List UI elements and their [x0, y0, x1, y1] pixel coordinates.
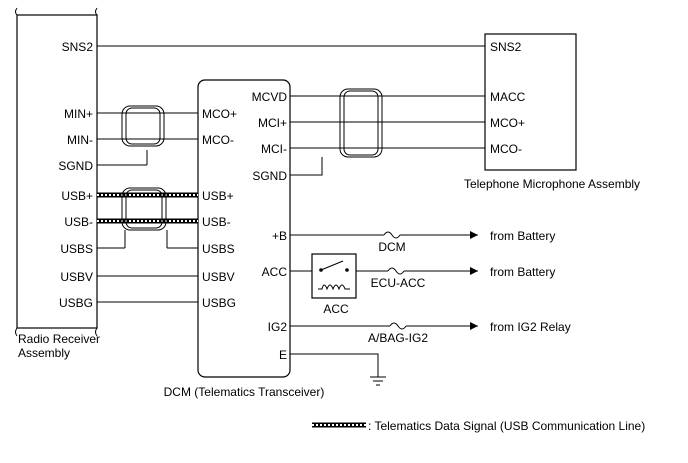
arrow-battery-1	[470, 231, 478, 239]
mic-pin-macc: MACC	[490, 90, 526, 104]
shield-min-inner	[125, 107, 161, 145]
dcm-pin-mci-plus: MCI+	[258, 116, 287, 130]
dcm-pin-mcvd: MCVD	[252, 90, 288, 104]
source-battery-1: from Battery	[490, 229, 555, 243]
dcm-body	[197, 79, 291, 378]
mic-wires	[290, 95, 485, 176]
arrow-battery-2	[470, 267, 478, 275]
relay-switch-blade	[320, 260, 344, 271]
fuse-abag-ig2-symbol	[389, 322, 407, 330]
shield-usb	[121, 187, 167, 231]
dcm-name: DCM (Telematics Transceiver)	[164, 385, 325, 399]
radio-receiver-name-line2: Assembly	[18, 346, 70, 360]
radio-pin-usb-minus: USB-	[64, 215, 93, 229]
dcm-pin-usbv: USBV	[202, 270, 235, 284]
usb-data-lines	[97, 192, 198, 224]
fuse-dcm-label: DCM	[378, 240, 405, 254]
fuse-ecu-acc-symbol	[387, 267, 405, 275]
radio-pin-usbv: USBV	[60, 270, 93, 284]
acc-relay: ACC	[311, 253, 357, 316]
source-ig2-relay: from IG2 Relay	[490, 320, 571, 334]
fuse-dcm-symbol	[383, 231, 401, 239]
power-wires: DCM from Battery ECU-ACC from Battery A/…	[290, 229, 571, 386]
dcm-pin-sgnd: SGND	[252, 169, 287, 183]
radio-pin-sgnd: SGND	[58, 159, 93, 173]
mic-pin-sns2: SNS2	[490, 40, 522, 54]
shields	[121, 88, 383, 231]
dcm-pin-usbs: USBS	[202, 242, 235, 256]
mic-pin-mco-minus: MCO-	[490, 142, 522, 156]
acc-relay-label: ACC	[323, 302, 349, 316]
radio-pin-min-minus: MIN-	[67, 133, 93, 147]
radio-receiver-body	[16, 14, 98, 329]
source-battery-2: from Battery	[490, 265, 555, 279]
dcm-unit: DCM (Telematics Transceiver) MCO+ MCO- U…	[164, 79, 325, 399]
dcm-pin-plus-b: +B	[272, 229, 287, 243]
shield-mic-inner	[343, 90, 379, 156]
arrow-ig2-relay	[470, 322, 478, 330]
dcm-pin-mco-plus: MCO+	[202, 107, 237, 121]
microphone-body	[484, 33, 577, 171]
wire-sgnd-mic	[290, 157, 323, 176]
signal-wires	[97, 45, 485, 303]
dcm-pin-mco-minus: MCO-	[202, 133, 234, 147]
radio-receiver-break-marks	[15, 7, 98, 337]
dcm-pin-e: E	[279, 348, 287, 362]
radio-pin-usb-plus: USB+	[61, 189, 93, 203]
fuse-ecu-acc-label: ECU-ACC	[371, 276, 426, 290]
wire-ground	[290, 353, 379, 377]
dcm-pin-usb-minus: USB-	[202, 215, 231, 229]
relay-contact-2	[345, 268, 349, 272]
legend-text: : Telematics Data Signal (USB Communicat…	[368, 419, 645, 433]
relay-coil-icon	[318, 284, 350, 291]
fuse-abag-ig2-label: A/BAG-IG2	[368, 331, 428, 345]
dcm-pin-mci-minus: MCI-	[261, 142, 287, 156]
dcm-pin-usb-plus: USB+	[202, 189, 234, 203]
dcm-pin-usbg: USBG	[202, 296, 236, 310]
radio-pin-min-plus: MIN+	[64, 107, 93, 121]
shield-usb-inner	[125, 189, 163, 229]
mic-pin-mco-plus: MCO+	[490, 116, 525, 130]
radio-pin-usbg: USBG	[59, 296, 93, 310]
shield-min	[121, 105, 165, 147]
radio-receiver-name-line1: Radio Receiver	[18, 332, 100, 346]
shield-mic	[339, 88, 383, 158]
legend: : Telematics Data Signal (USB Communicat…	[312, 419, 645, 433]
radio-pin-usbs: USBS	[60, 242, 93, 256]
dcm-pin-acc: ACC	[262, 265, 288, 279]
acc-relay-box	[311, 253, 357, 299]
dcm-pin-ig2: IG2	[268, 320, 288, 334]
telephone-microphone-assembly: Telephone Microphone Assembly SNS2 MACC …	[464, 33, 640, 191]
radio-receiver-assembly: Radio Receiver Assembly SNS2 MIN+ MIN- S…	[15, 7, 100, 360]
radio-pin-sns2: SNS2	[62, 40, 94, 54]
microphone-name: Telephone Microphone Assembly	[464, 177, 640, 191]
